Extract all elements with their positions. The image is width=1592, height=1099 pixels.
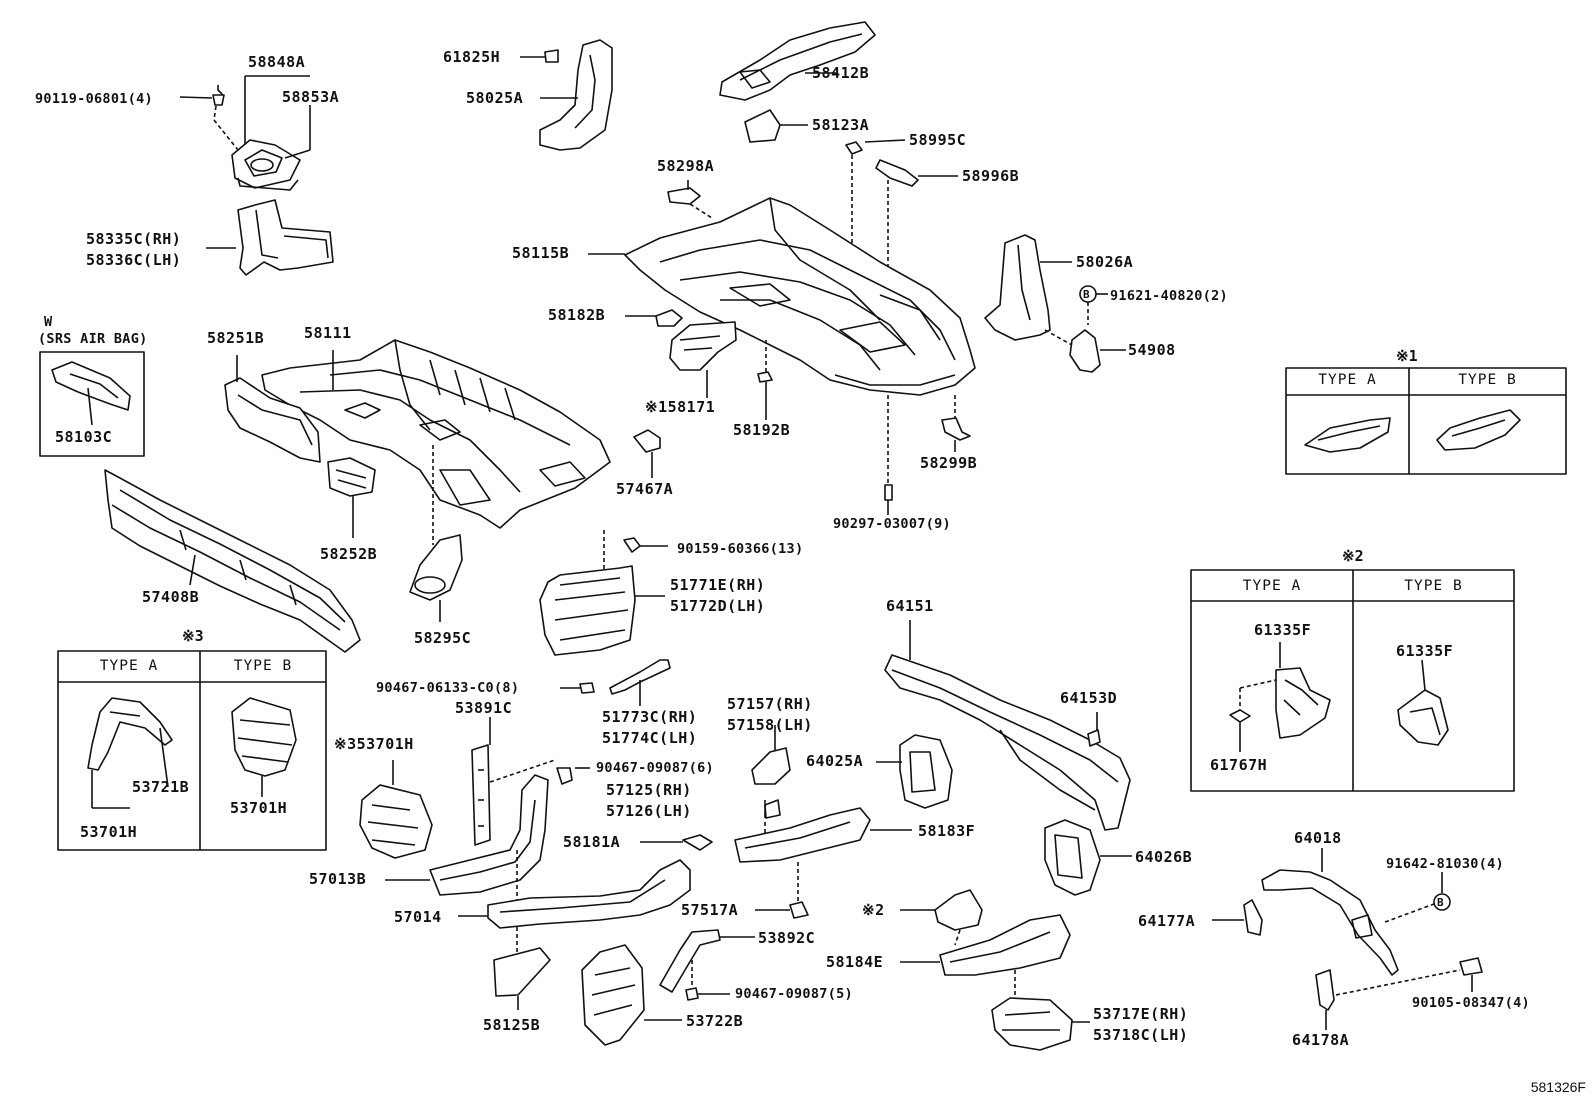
bracket-58335C [237,199,334,276]
label-64151: 64151 [886,597,934,615]
label-57126: 57126(LH) [606,802,692,820]
label-64178A: 64178A [1292,1031,1350,1049]
label-51771E: 51771E(RH) [670,576,766,594]
label-58184E: 58184E [826,953,884,971]
table-2-a-61335F: 61335F [1254,621,1312,639]
table-2-b-61335F: 61335F [1396,642,1454,660]
label-58412B: 58412B [812,64,870,82]
engine-mount-58848A [231,139,301,191]
label-57517A: 57517A [681,901,739,919]
label-57157: 57157(RH) [727,695,813,713]
label-58295C: 58295C [414,629,472,647]
label-58183F: 58183F [918,822,976,840]
label-90297-03007: 90297-03007(9) [833,516,951,532]
note-1-mark: ※1 [1396,347,1418,365]
table-2-type-b: TYPE B [1404,578,1463,594]
diagram-code: 581326F [1530,1079,1586,1095]
label-54908: 54908 [1128,341,1176,359]
table-1-type-a: TYPE A [1318,372,1377,388]
label-58125B: 58125B [483,1016,541,1034]
table-3-a-53701H: 53701H [80,823,138,841]
label-57013B: 57013B [309,870,367,888]
frame-rail-57014 [487,859,691,929]
label-58336C: 58336C(LH) [86,251,182,269]
circle-b-marker-upper: B [1083,288,1090,301]
frame-rail-57013B [429,774,549,896]
table-3-type-a: TYPE A [99,658,159,674]
label-58181A: 58181A [563,833,621,851]
label-58182B: 58182B [548,306,606,324]
label-57467A: 57467A [616,480,674,498]
note-3-mark: ※3 [182,627,204,645]
label-353701H: ※353701H [334,735,414,753]
label-90119-06801: 90119-06801(4) [35,91,153,107]
label-58025A: 58025A [466,89,524,107]
table-2-a-61767H: 61767H [1210,756,1268,774]
crossmember-57408B [104,469,361,653]
label-58299B: 58299B [920,454,978,472]
label-53892C: 53892C [758,929,816,947]
label-91642-81030: 91642-81030(4) [1386,856,1504,872]
front-floor-58111 [261,339,611,529]
label-90105-08347: 90105-08347(4) [1412,995,1530,1011]
label-90467-09087-6: 90467-09087(6) [596,760,714,776]
crossmember-64151 [884,654,1131,831]
table-1-type-b: TYPE B [1458,372,1517,388]
label-58251B: 58251B [207,329,265,347]
label-158171: ※158171 [645,398,716,416]
label-58115B: 58115B [512,244,570,262]
label-57408B: 57408B [142,588,200,606]
label-64025A: 64025A [806,752,864,770]
label-90467-06133-C0: 90467-06133-C0(8) [376,680,520,696]
label-57014: 57014 [394,908,442,926]
label-srs-w: W [44,314,53,330]
table-3-b-53701H: 53701H [230,799,288,817]
label-58298A: 58298A [657,157,715,175]
label-58026A: 58026A [1076,253,1134,271]
label-note-2-bracket: ※2 [862,901,885,919]
label-91621-40820: 91621-40820(2) [1110,288,1228,304]
label-58123A: 58123A [812,116,870,134]
label-64177A: 64177A [1138,912,1196,930]
label-53891C: 53891C [455,699,513,717]
table-3-a-53721B: 53721B [132,778,190,796]
label-64018: 64018 [1294,829,1342,847]
label-53722B: 53722B [686,1012,744,1030]
label-53717E: 53717E(RH) [1093,1005,1189,1023]
label-58848A: 58848A [248,53,306,71]
label-srs-airbag: (SRS AIR BAG) [38,331,148,347]
label-58192B: 58192B [733,421,791,439]
label-90467-09087-5: 90467-09087(5) [735,986,853,1002]
label-64026B: 64026B [1135,848,1193,866]
label-61825H: 61825H [443,48,501,66]
label-58335C: 58335C(RH) [86,230,182,248]
table-2-type-a: TYPE A [1242,578,1302,594]
label-51772D: 51772D(LH) [670,597,766,615]
label-51773C: 51773C(RH) [602,708,698,726]
note-2-mark: ※2 [1342,547,1364,565]
label-90159-60366: 90159-60366(13) [677,541,804,557]
label-64153D: 64153D [1060,689,1118,707]
label-57158: 57158(LH) [727,716,813,734]
label-58111: 58111 [304,324,352,342]
label-51774C: 51774C(LH) [602,729,698,747]
label-57125: 57125(RH) [606,781,692,799]
label-58995C: 58995C [909,131,967,149]
label-58252B: 58252B [320,545,378,563]
label-58103C: 58103C [55,428,113,446]
circle-b-marker-lower: B [1437,896,1444,909]
label-58996B: 58996B [962,167,1020,185]
table-3-type-b: TYPE B [233,658,293,674]
label-53718C: 53718C(LH) [1093,1026,1189,1044]
label-58853A: 58853A [282,88,340,106]
